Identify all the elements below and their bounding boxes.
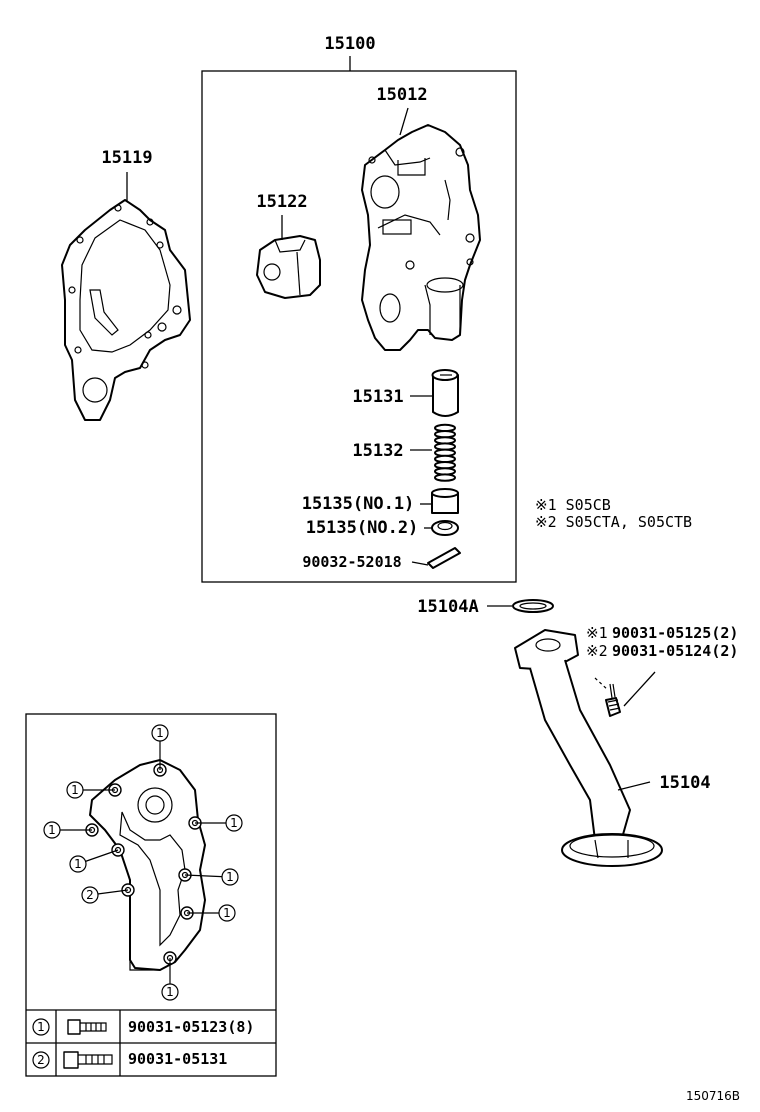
callout-circle (225, 814, 243, 832)
ref-mark-1: ※1 (586, 624, 608, 642)
table-part-1: 90031-05123(8) (128, 1018, 254, 1036)
retainer-2-part (431, 520, 459, 536)
gasket-part (61, 199, 191, 421)
pin-part (427, 547, 461, 569)
bolt-table: 1 90031-05123(8) 2 90031-05131 (32, 1018, 254, 1069)
callout-number: 1 (74, 857, 82, 871)
label-rotor: 15122 (256, 192, 307, 212)
oring-part (512, 599, 554, 613)
label-pin: 90032-52018 (302, 553, 401, 571)
strainer-part (514, 629, 663, 867)
label-pump-body: 15012 (376, 85, 427, 105)
label-oring: 15104A (417, 597, 478, 617)
callout-number: 1 (226, 870, 234, 884)
ref-mark-2: ※2 (586, 642, 608, 660)
assembly-frame (201, 70, 517, 583)
label-retainer-1: 15135(NO.1) (302, 494, 415, 514)
table-key-2: 2 (37, 1053, 45, 1067)
strainer-bolt-part (594, 677, 621, 717)
note-2: ※2 S05CTA, S05CTB (535, 513, 692, 531)
callout-number: 1 (166, 985, 174, 999)
spring-part (434, 423, 456, 482)
callout-circle (221, 868, 239, 886)
label-gasket: 15119 (101, 148, 152, 168)
note-1: ※1 S05CB (535, 496, 611, 514)
bolt-icon (63, 1051, 113, 1069)
spring-coil (434, 473, 456, 482)
bolt-icon (67, 1019, 107, 1035)
label-assembly: 15100 (324, 34, 375, 54)
figure-id: 150716B (686, 1089, 740, 1103)
label-retainer-2: 15135(NO.2) (306, 518, 419, 538)
label-strainer: 15104 (659, 773, 710, 793)
callout-number: 1 (48, 823, 56, 837)
callout-circle (43, 821, 61, 839)
callout-circle (161, 983, 179, 1001)
valve-part (431, 369, 459, 417)
label-bolt-1: 90031-05125(2) (612, 624, 738, 642)
retainer-1-part (431, 488, 459, 514)
callout-circle (66, 781, 84, 799)
callout-circle (69, 855, 87, 873)
bolt-hole-center (114, 846, 122, 854)
pump-body-part (361, 124, 481, 351)
callout-circle (218, 904, 236, 922)
callout-number: 1 (71, 783, 79, 797)
rotor-part (256, 235, 321, 299)
callout-number: 2 (86, 888, 94, 902)
table-part-2: 90031-05131 (128, 1050, 227, 1068)
label-bolt-2: 90031-05124(2) (612, 642, 738, 660)
inset-frame (25, 713, 277, 1077)
callout-circle (151, 724, 169, 742)
callout-number: 1 (156, 726, 164, 740)
inset-callouts: 1 1 1 1 1 1 1 1 2 (43, 724, 243, 1001)
table-key-1: 1 (37, 1020, 45, 1034)
label-spring: 15132 (352, 441, 403, 461)
callout-circle (81, 886, 99, 904)
callout-number: 1 (223, 906, 231, 920)
label-valve: 15131 (352, 387, 403, 407)
callout-number: 1 (230, 816, 238, 830)
inset-pump-outline (89, 759, 206, 971)
